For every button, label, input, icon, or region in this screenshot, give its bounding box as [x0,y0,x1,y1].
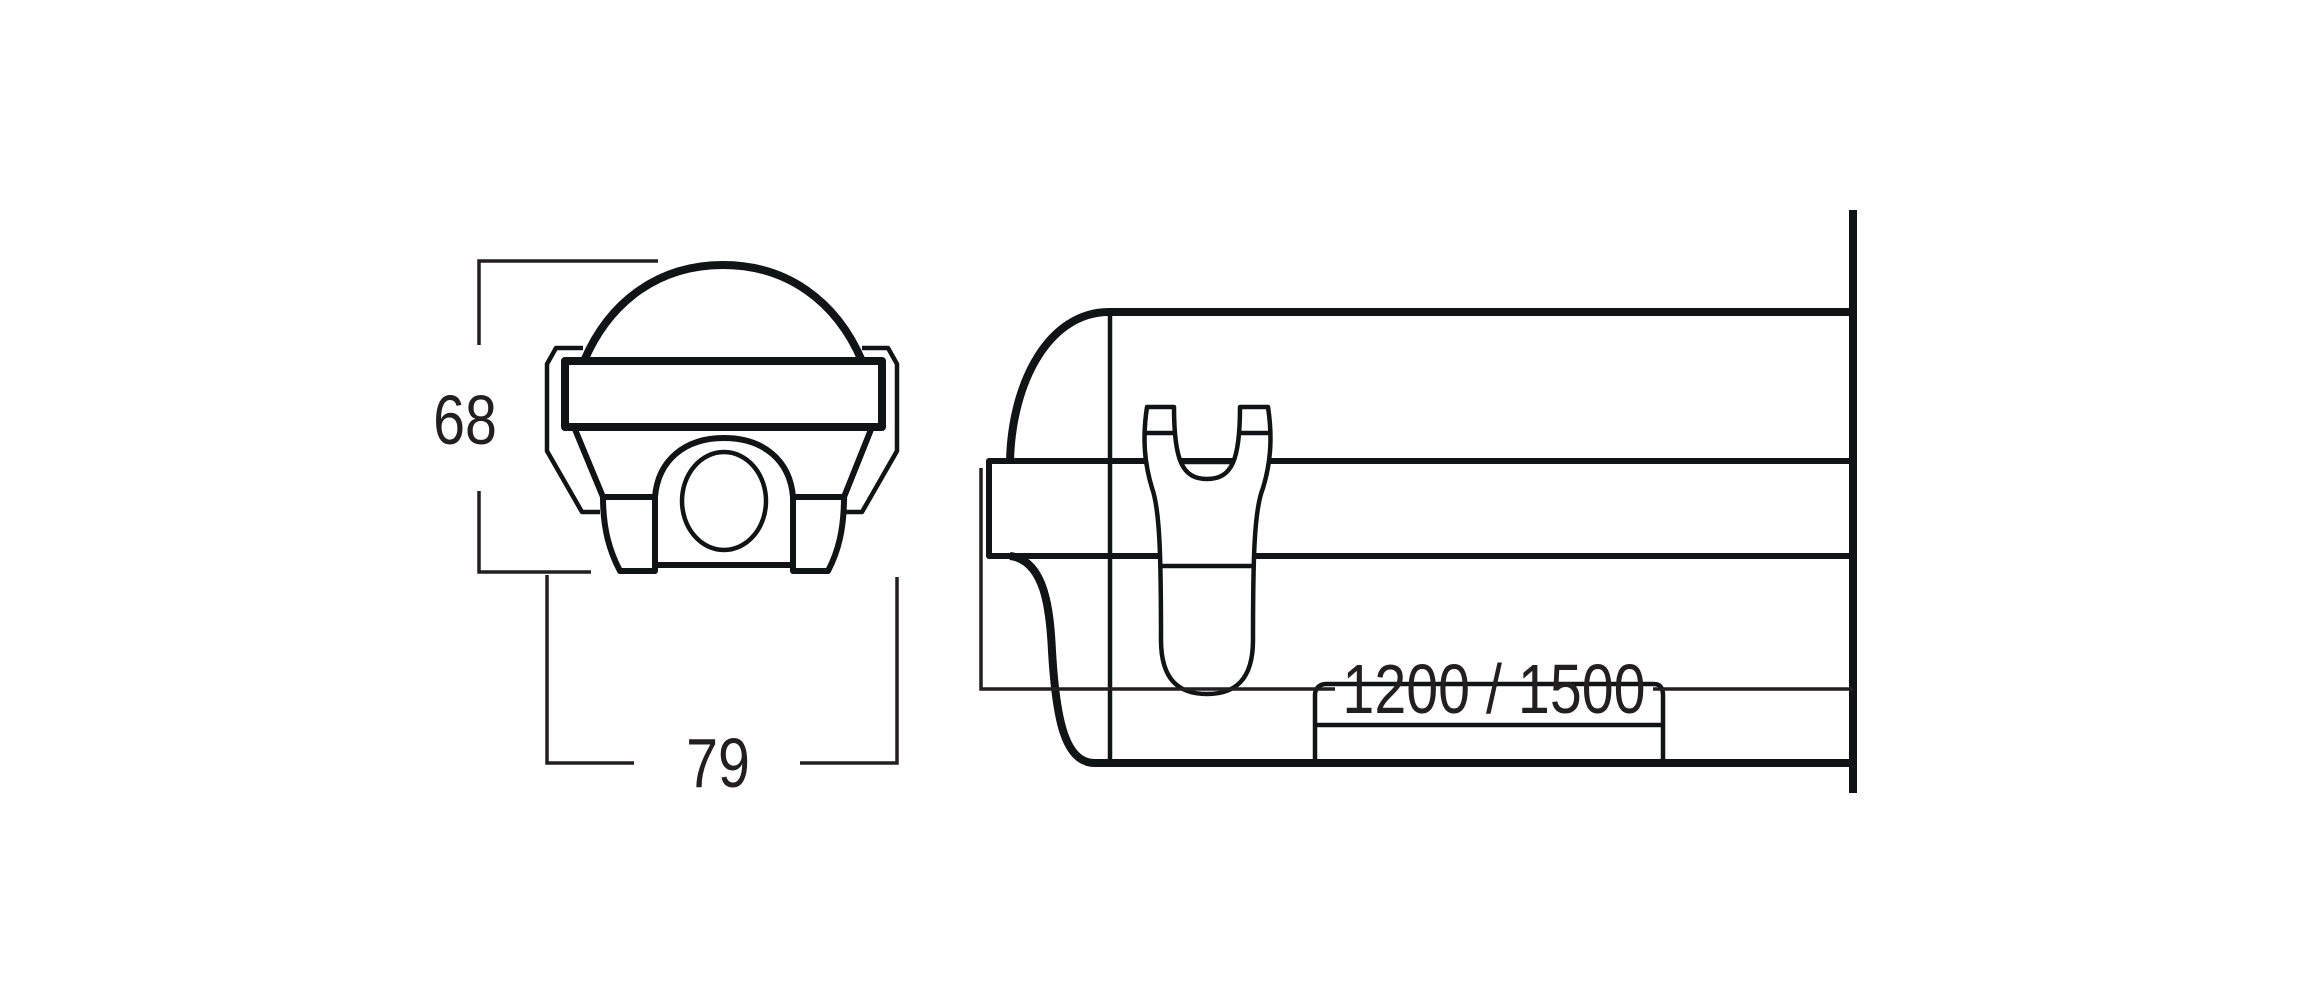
end-cap [986,458,1010,559]
front-view: 68 79 [433,259,900,803]
clip-details [1145,430,1270,569]
length-dimension-label: 1200 / 1500 [1342,650,1645,729]
diffuser-dome [580,261,866,363]
height-dimension-line [477,259,658,574]
height-dimension-label: 68 [433,381,497,460]
housing-band [561,357,886,431]
width-dimension-line [545,575,899,765]
cable-gland-circle [679,449,769,553]
side-view: 1200 / 1500 [979,210,1857,793]
housing-top-line [1006,308,1853,462]
housing-body-right [790,425,875,574]
mounting-clip [1142,404,1273,697]
bracket-right [844,345,900,515]
bracket-left [544,345,600,515]
length-dimension-line [979,468,1853,691]
width-dimension-label: 79 [686,724,750,803]
end-cap-arch [652,435,796,568]
housing-body-left [571,425,658,574]
housing-bottom-line [1009,552,1853,767]
